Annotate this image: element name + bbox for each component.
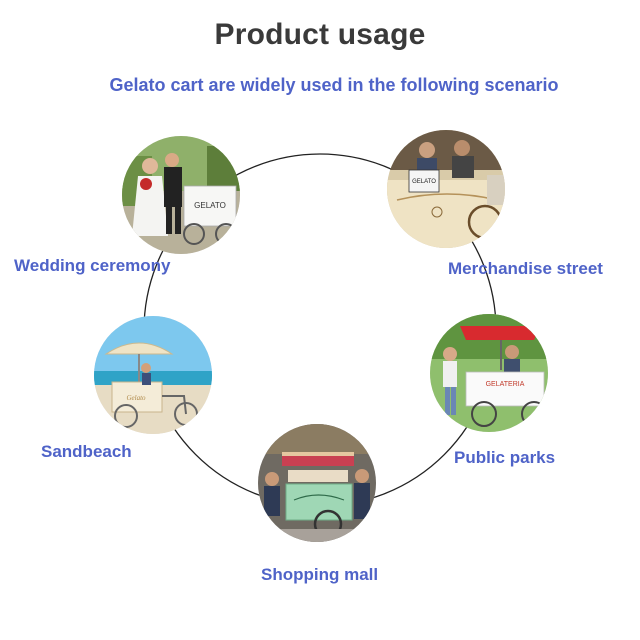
label-merchandise-street: Merchandise street <box>448 259 603 278</box>
label-sandbeach: Sandbeach <box>41 442 132 461</box>
label-public-parks: Public parks <box>454 448 556 467</box>
wedding-ceremony-photo: GELATO <box>122 136 240 254</box>
svg-text:Gelato: Gelato <box>126 394 146 402</box>
street-cart-sign: GELATO <box>412 179 436 185</box>
label-wedding-ceremony: Wedding ceremony <box>14 256 171 275</box>
sandbeach-photo: Gelato <box>94 316 212 434</box>
parks-cart-sign: GELATERIA <box>486 381 525 388</box>
page-subtitle: Gelato cart are widely used in the follo… <box>109 75 559 95</box>
wedding-cart-sign: GELATO <box>194 201 226 210</box>
public-parks-photo: GELATERIA <box>430 314 548 432</box>
page-title: Product usage <box>214 18 426 51</box>
merchandise-street-photo: GELATO <box>387 130 505 248</box>
label-shopping-mall: Shopping mall <box>261 565 379 584</box>
shopping-mall-photo <box>258 424 376 542</box>
